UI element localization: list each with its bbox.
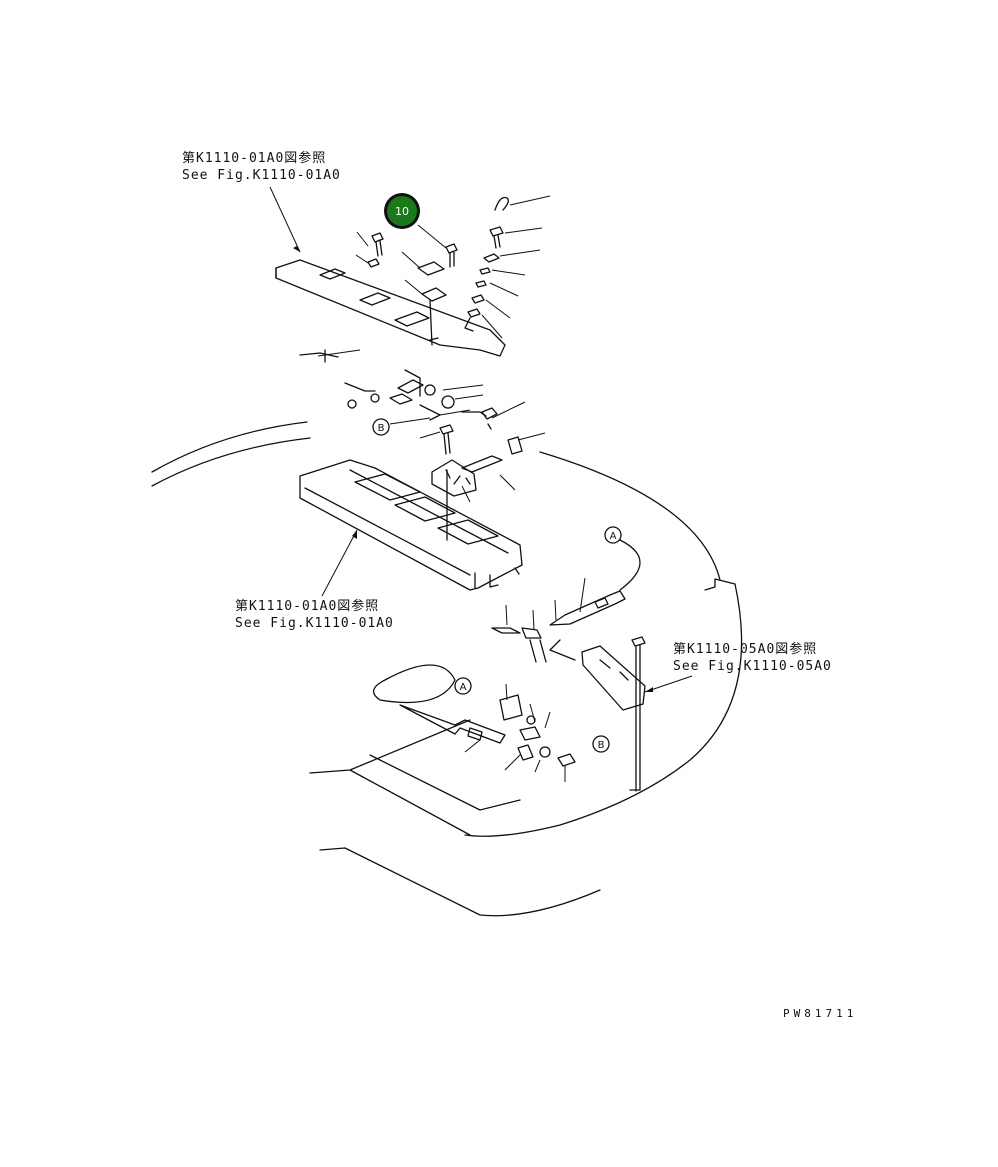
frame-edge	[464, 578, 743, 837]
reference-jp: 第K1110-05A0図参照	[673, 641, 817, 657]
connection-label-text: B	[378, 423, 385, 434]
reference-jp: 第K1110-01A0図参照	[235, 598, 379, 614]
linkage-assembly	[299, 349, 526, 430]
reference-label-middle[interactable]: 第K1110-01A0図参照 See Fig.K1110-01A0	[235, 598, 394, 631]
frame-edge	[151, 421, 308, 473]
badge-fill	[387, 196, 417, 226]
connection-label-b[interactable]: B	[592, 735, 610, 753]
right-bolt-stack	[464, 195, 551, 339]
part-number: 10	[395, 205, 409, 218]
frame-edge	[151, 437, 311, 487]
top-bolts	[355, 224, 458, 346]
reference-en: See Fig.K1110-01A0	[235, 616, 394, 631]
reference-jp: 第K1110-01A0図参照	[182, 150, 326, 166]
floor-frame	[309, 719, 601, 917]
leader-line	[269, 186, 301, 253]
arrow-head	[645, 687, 653, 692]
arrow-head	[352, 530, 357, 539]
connection-label-b[interactable]: B	[372, 418, 390, 436]
connection-label-text: B	[598, 740, 605, 751]
arrow-head	[293, 246, 300, 252]
cable-assembly-upper	[491, 539, 641, 663]
drawing-code: PW81711	[783, 1007, 857, 1020]
reference-label-top[interactable]: 第K1110-01A0図参照 See Fig.K1110-01A0	[182, 150, 341, 183]
connection-label-a[interactable]: A	[604, 526, 622, 544]
bracket-assembly	[419, 424, 546, 503]
connection-label-text: A	[460, 682, 467, 693]
connection-label-text: A	[610, 531, 617, 542]
highlighted-part-badge[interactable]: 10	[384, 193, 420, 229]
reference-label-right[interactable]: 第K1110-05A0図参照 See Fig.K1110-05A0	[673, 641, 832, 674]
leader-line	[321, 529, 358, 597]
lower-cover-tray	[299, 459, 523, 591]
connection-label-a[interactable]: A	[454, 677, 472, 695]
frame-edge	[539, 451, 721, 581]
cable-assembly-lower	[373, 664, 576, 782]
reference-en: See Fig.K1110-01A0	[182, 168, 341, 183]
reference-en: See Fig.K1110-05A0	[673, 659, 832, 674]
upper-cover-plate	[275, 259, 506, 357]
right-bracket	[581, 636, 646, 792]
